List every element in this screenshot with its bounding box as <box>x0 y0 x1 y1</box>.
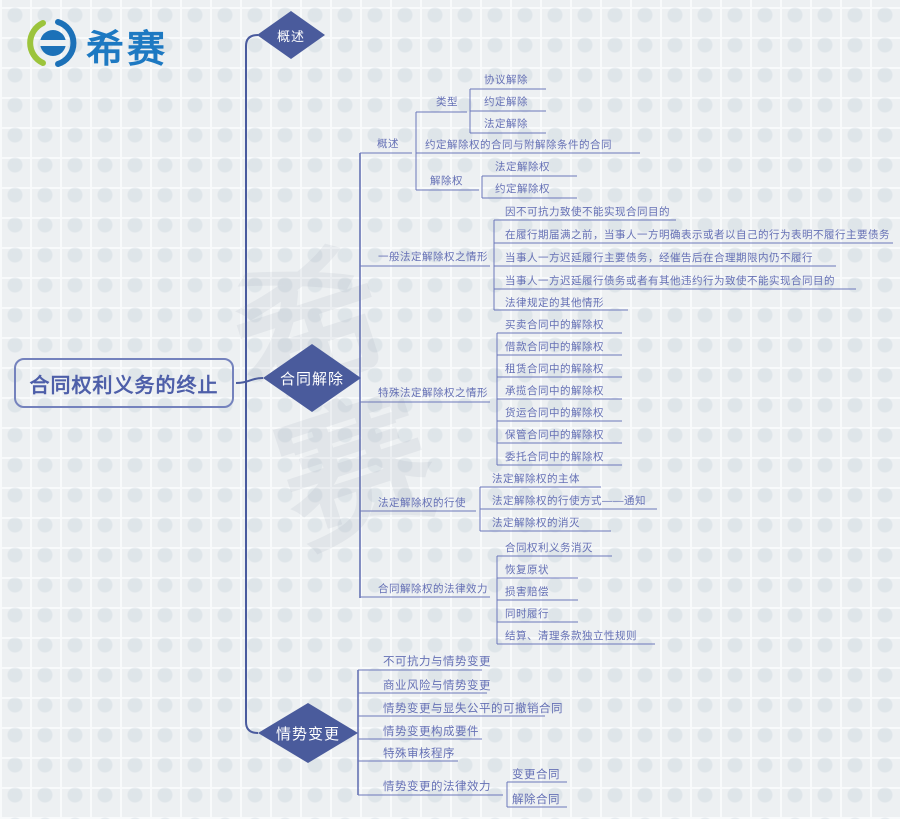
node-special-cases[interactable]: 特殊法定解除权之情形 <box>378 387 488 399</box>
node-circumstance-effect[interactable]: 情势变更的法律效力 <box>383 781 491 793</box>
branch-overview-diamond[interactable]: 概述 <box>257 11 325 59</box>
node-exercise-item[interactable]: 法定解除权的消灭 <box>492 517 580 529</box>
node-circumstance-item[interactable]: 情势变更构成要件 <box>383 726 479 738</box>
node-type-item[interactable]: 约定解除 <box>484 96 528 108</box>
main-trunk-line <box>245 34 259 734</box>
node-rescission-overview[interactable]: 概述 <box>377 138 399 150</box>
node-exercise-item[interactable]: 法定解除权的行使方式——通知 <box>492 495 646 507</box>
node-effect-item[interactable]: 损害赔偿 <box>505 586 549 598</box>
node-general-item[interactable]: 当事人一方迟延履行债务或者有其他违约行为致使不能实现合同目的 <box>505 275 835 287</box>
root-node[interactable]: 合同权利义务的终止 <box>14 358 234 408</box>
node-type[interactable]: 类型 <box>436 96 458 108</box>
node-effect-item[interactable]: 同时履行 <box>505 608 549 620</box>
node-special-item[interactable]: 保管合同中的解除权 <box>505 429 604 441</box>
branch-circumstance-change-diamond[interactable]: 情势变更 <box>258 703 358 763</box>
node-legal-effect[interactable]: 合同解除权的法律效力 <box>378 583 488 595</box>
node-general-item[interactable]: 因不可抗力致使不能实现合同目的 <box>505 206 670 218</box>
node-exercise-item[interactable]: 法定解除权的主体 <box>492 473 580 485</box>
node-agreed-clause[interactable]: 约定解除权的合同与附解除条件的合同 <box>425 139 612 151</box>
node-exercise[interactable]: 法定解除权的行使 <box>378 497 466 509</box>
node-rescission-right[interactable]: 解除权 <box>430 175 463 187</box>
node-circumstance-item[interactable]: 不可抗力与情势变更 <box>383 656 491 668</box>
node-special-item[interactable]: 借款合同中的解除权 <box>505 341 604 353</box>
branch-contract-rescission-diamond[interactable]: 合同解除 <box>263 344 361 412</box>
node-general-item[interactable]: 在履行期届满之前，当事人一方明确表示或者以自己的行为表明不履行主要债务 <box>505 229 890 241</box>
node-general-item[interactable]: 法律规定的其他情形 <box>505 297 604 309</box>
node-general-cases[interactable]: 一般法定解除权之情形 <box>378 251 488 263</box>
node-special-item[interactable]: 委托合同中的解除权 <box>505 451 604 463</box>
node-right-item[interactable]: 约定解除权 <box>495 183 550 195</box>
node-type-item[interactable]: 协议解除 <box>484 74 528 86</box>
node-circumstance-effect-item[interactable]: 变更合同 <box>512 769 560 781</box>
node-effect-item[interactable]: 恢复原状 <box>505 564 549 576</box>
brand-e-icon <box>26 16 80 75</box>
node-general-item[interactable]: 当事人一方迟延履行主要债务，经催告后在合理期限内仍不履行 <box>505 252 813 264</box>
brand-logo: 希赛 <box>26 16 168 75</box>
node-effect-item[interactable]: 结算、清理条款独立性规则 <box>505 630 637 642</box>
node-special-item[interactable]: 租赁合同中的解除权 <box>505 363 604 375</box>
node-effect-item[interactable]: 合同权利义务消灭 <box>505 542 593 554</box>
node-circumstance-item[interactable]: 情势变更与显失公平的可撤销合同 <box>383 703 563 715</box>
node-circumstance-item[interactable]: 特殊审核程序 <box>383 748 455 760</box>
node-circumstance-item[interactable]: 商业风险与情势变更 <box>383 680 491 692</box>
root-link-line <box>235 377 264 384</box>
brand-name: 希赛 <box>86 29 169 71</box>
node-type-item[interactable]: 法定解除 <box>484 118 528 130</box>
node-special-item[interactable]: 买卖合同中的解除权 <box>505 319 604 331</box>
node-special-item[interactable]: 承揽合同中的解除权 <box>505 385 604 397</box>
node-circumstance-effect-item[interactable]: 解除合同 <box>512 794 560 806</box>
node-right-item[interactable]: 法定解除权 <box>495 161 550 173</box>
node-special-item[interactable]: 货运合同中的解除权 <box>505 407 604 419</box>
